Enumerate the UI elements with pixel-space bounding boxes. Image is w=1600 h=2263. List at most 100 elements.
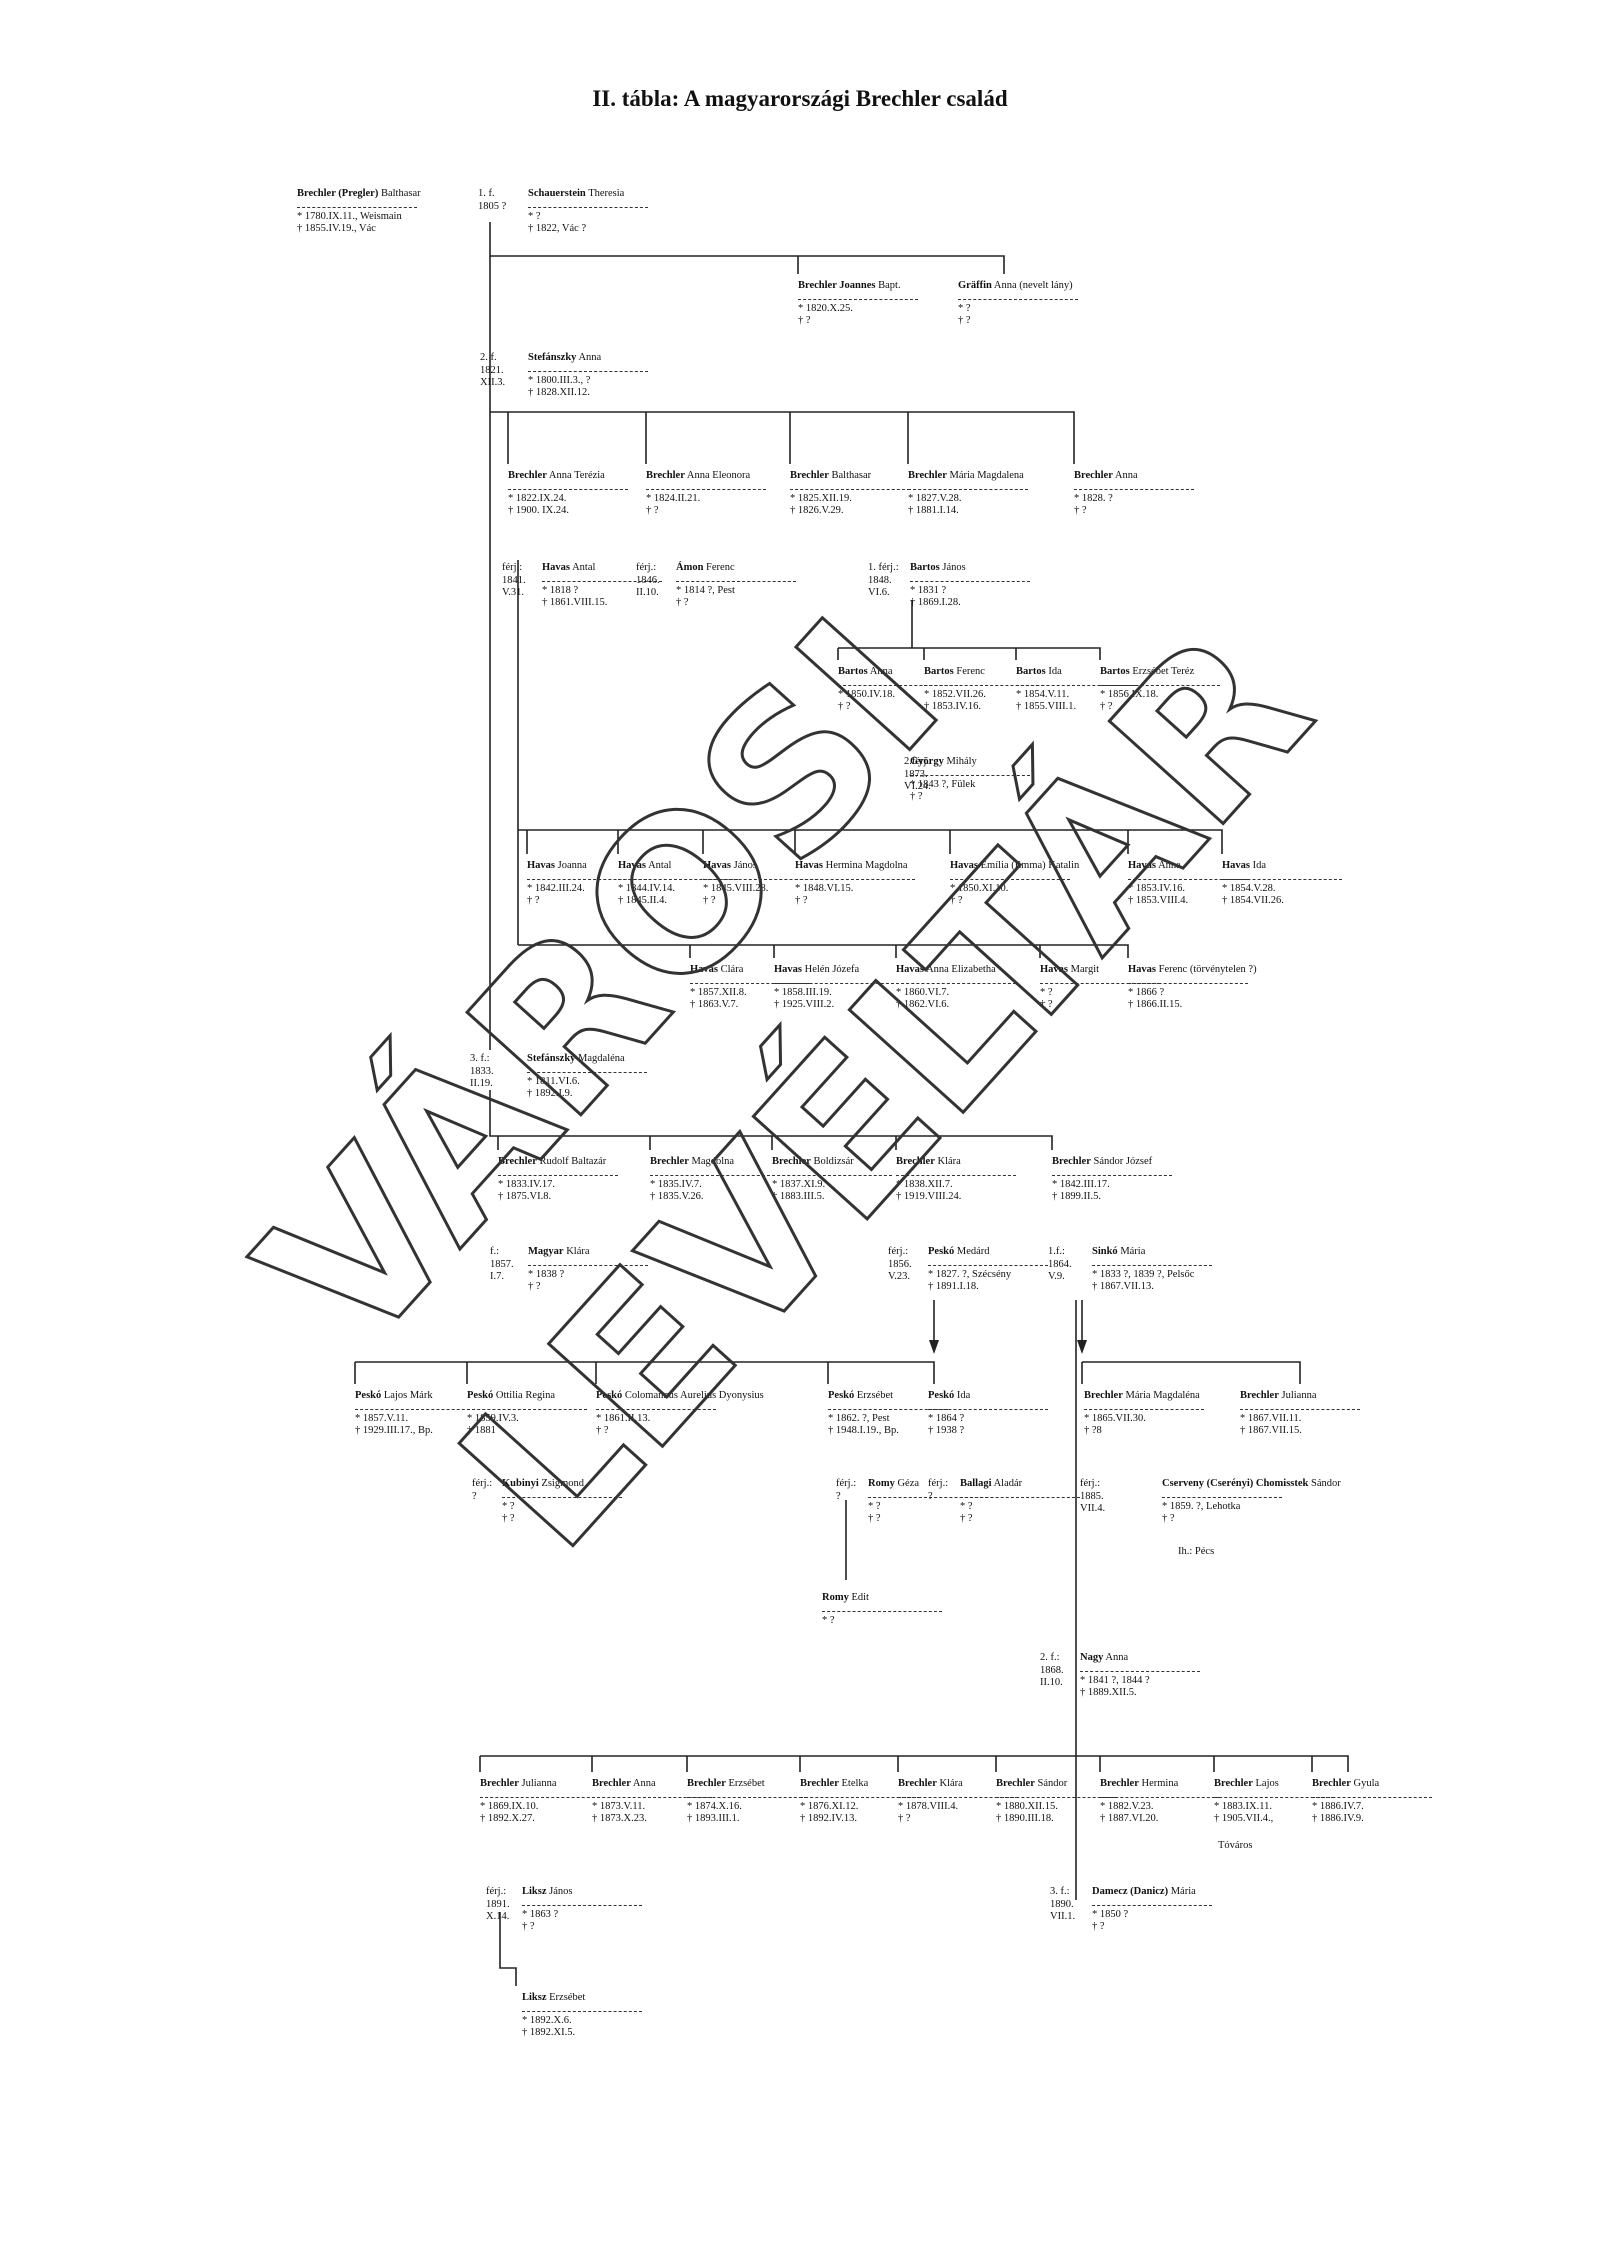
person-surname: Brechler <box>800 1778 839 1789</box>
person-p19: Havas Joanna* 1842.III.24.† ? <box>527 860 647 908</box>
person-given-name: Hermina <box>1141 1778 1179 1789</box>
marriage-m12: férj.:? <box>836 1478 856 1503</box>
person-birth: * 1833 ?, 1839 ?, Pelsőc <box>1092 1268 1195 1280</box>
person-birth: * 1857.V.11. <box>355 1412 409 1424</box>
marriage-line: VII.4. <box>1080 1503 1106 1514</box>
person-p40: Peskó Lajos Márk* 1857.V.11.† 1929.III.1… <box>355 1390 475 1438</box>
person-given-name: Bapt. <box>878 280 901 291</box>
person-p59: Brechler Hermina* 1882.V.23.† 1887.VI.20… <box>1100 1778 1220 1826</box>
person-given-name: Lajos Márk <box>383 1390 433 1401</box>
person-surname: Brechler <box>646 470 685 481</box>
person-p5: Stefánszky Anna* 1800.III.3., ?† 1828.XI… <box>528 352 648 400</box>
marriage-line: 1864. <box>1048 1258 1072 1270</box>
person-birth: * ? <box>1040 986 1053 998</box>
person-given-name: Sándor <box>1311 1478 1341 1489</box>
person-birth: * 1862. ?, Pest <box>828 1412 890 1424</box>
person-surname: Havas <box>1040 964 1069 975</box>
marriage-line: V.9. <box>1048 1271 1065 1282</box>
person-birth: * 1800.III.3., ? <box>528 374 591 386</box>
marriage-line: 1857. <box>490 1258 514 1270</box>
person-given-name: Anna Elizabetha <box>926 964 996 975</box>
person-surname: Bartos <box>910 562 940 573</box>
person-p13: Bartos János* 1831 ?† 1869.I.28. <box>910 562 1030 610</box>
person-surname: Gräffin <box>958 280 992 291</box>
person-death: † 1900. IX.24. <box>508 505 569 516</box>
person-surname: Brechler <box>1074 470 1113 481</box>
person-death: † 1826.V.29. <box>790 505 844 516</box>
person-given-name: Anna <box>578 352 602 363</box>
marriage-line: 3. f.: <box>1050 1886 1070 1897</box>
person-given-name: Mária <box>1170 1886 1196 1897</box>
person-death: † 1881 <box>467 1425 496 1436</box>
person-p6: Brechler Anna Terézia* 1822.IX.24.† 1900… <box>508 470 628 518</box>
person-death: † 1853.IV.16. <box>924 701 981 712</box>
person-surname: Ballagi <box>960 1478 992 1489</box>
person-birth: * 1863 ? <box>522 1908 559 1920</box>
marriage-line: 1856. <box>888 1258 912 1270</box>
person-surname: Brechler <box>650 1156 689 1167</box>
person-p37: Magyar Klára* 1838 ?† ? <box>528 1246 648 1294</box>
person-surname: Bartos <box>838 666 868 677</box>
marriage-line: 1848. <box>868 574 892 586</box>
person-surname: Ámon <box>676 562 704 573</box>
person-given-name: Anna <box>1158 860 1181 871</box>
person-birth: * 1820.X.25. <box>798 302 853 314</box>
person-surname: Romy <box>868 1478 895 1489</box>
marriage-line: férj.: <box>636 562 657 573</box>
person-surname: Brechler (Pregler) <box>297 188 379 199</box>
person-birth: * 1854.V.28. <box>1222 882 1276 894</box>
person-given-name: Colomannus Aurelius Dyonysius <box>624 1390 764 1401</box>
person-p15: Bartos Ferenc* 1852.VII.26.† 1853.IV.16. <box>924 666 1044 714</box>
person-surname: Havas <box>1128 860 1157 871</box>
person-surname: Brechler <box>508 470 547 481</box>
note-x1: Tóváros <box>1218 1840 1253 1851</box>
person-given-name: Antal <box>572 562 596 573</box>
marriage-m8: f.:1857.I.7. <box>490 1246 514 1284</box>
marriage-line: VI.6. <box>868 587 890 598</box>
person-p9: Brechler Mária Magdalena* 1827.V.28.† 18… <box>908 470 1028 518</box>
person-birth: * ? <box>822 1614 835 1626</box>
person-death: † ? <box>960 1513 973 1524</box>
person-death: † ? <box>676 597 689 608</box>
person-given-name: Ida <box>1048 666 1062 677</box>
person-surname: Romy <box>822 1592 849 1603</box>
person-surname: Havas <box>774 964 803 975</box>
person-given-name: Erzsébet <box>728 1778 765 1789</box>
marriage-line: férj.: <box>472 1478 493 1489</box>
marriage-m15: 2. f.:1868.II.10. <box>1040 1652 1064 1690</box>
person-surname: Bartos <box>1100 666 1130 677</box>
marriage-m3: férj.:1841.V.31. <box>502 562 526 600</box>
person-given-name: Klára <box>937 1156 961 1167</box>
marriage-line: férj.: <box>486 1886 507 1897</box>
person-given-name: Mihály <box>946 756 977 767</box>
person-death: † 1892.I.9. <box>527 1088 573 1099</box>
person-given-name: Mária Magdaléna <box>1125 1390 1200 1401</box>
person-death: † 1822, Vác ? <box>528 223 587 234</box>
marriage-m11: férj.:? <box>472 1478 492 1503</box>
person-death: † 1892.IV.13. <box>800 1813 857 1824</box>
person-death: † 1835.V.26. <box>650 1191 704 1202</box>
marriage-line: 1821. <box>480 364 504 376</box>
person-birth: * 1833.IV.17. <box>498 1178 555 1190</box>
person-birth: * 1860.VI.7. <box>896 986 950 998</box>
marriage-line: 1885. <box>1080 1490 1104 1502</box>
person-death: † 1948.I.19., Bp. <box>828 1425 899 1436</box>
person-birth: * 1878.VIII.4. <box>898 1800 959 1812</box>
person-p61: Brechler Gyula* 1886.IV.7.† 1886.IV.9. <box>1312 1778 1432 1826</box>
person-given-name: Zsigmond <box>541 1478 584 1489</box>
person-p11: Havas Antal* 1818 ?† 1861.VIII.15. <box>542 562 662 610</box>
person-p41: Peskó Ottilia Regina* 1859.IV.3.† 1881 <box>467 1390 587 1438</box>
person-given-name: Helén Józefa <box>804 964 860 975</box>
person-surname: Havas <box>1128 964 1157 975</box>
person-surname: Liksz <box>522 1992 547 2003</box>
person-given-name: János <box>549 1886 573 1897</box>
person-given-name: Balthasar <box>831 470 872 481</box>
person-p12: Ámon Ferenc* 1814 ?, Pest† ? <box>676 562 796 610</box>
person-surname: Peskó <box>596 1390 623 1401</box>
marriage-m7: 3. f.:1833.II.19. <box>470 1053 494 1091</box>
person-death: † ? <box>1092 1921 1105 1932</box>
marriage-m10: 1.f.:1864.V.9. <box>1048 1246 1072 1284</box>
person-surname: Sinkó <box>1092 1246 1118 1257</box>
person-surname: Havas <box>527 860 556 871</box>
person-p8: Brechler Balthasar* 1825.XII.19.† 1826.V… <box>790 470 910 518</box>
